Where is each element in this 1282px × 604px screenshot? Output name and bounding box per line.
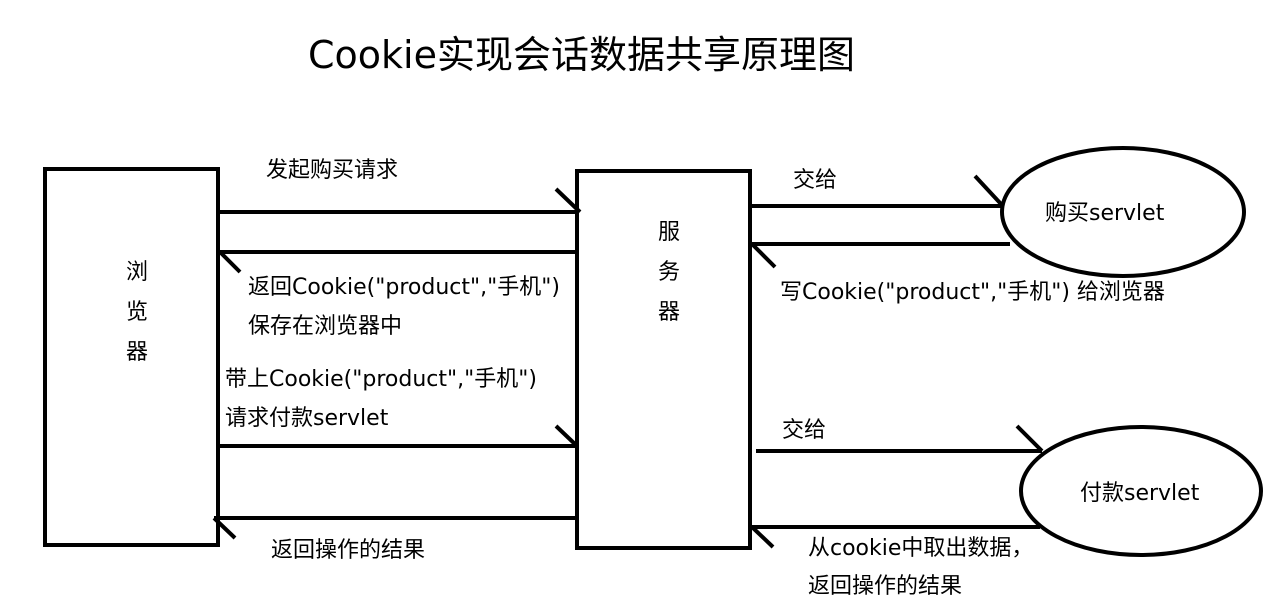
arrow-hand-to-buy (752, 174, 1003, 208)
pay-servlet-ellipse (1019, 425, 1263, 557)
hand-to-pay-label: 交给 (782, 418, 827, 443)
browser-box (43, 167, 220, 547)
purchase-request-label: 发起购买请求 (266, 158, 399, 183)
carry-cookie-label-2: 请求付款servlet (225, 406, 389, 431)
arrow-return-result (212, 516, 575, 540)
return-cookie-label-1: 返回Cookie("product","手机") (248, 275, 560, 300)
from-cookie-label-2: 返回操作的结果 (808, 574, 963, 599)
buy-servlet-label: 购买servlet (1045, 201, 1165, 226)
server-label: 服 务 器 (657, 220, 680, 325)
arrow-purchase-request (220, 187, 582, 214)
arrow-from-cookie (750, 525, 1040, 549)
arrow-carry-cookie (220, 424, 579, 448)
return-result-label: 返回操作的结果 (271, 538, 426, 563)
return-cookie-label-2: 保存在浏览器中 (248, 314, 403, 339)
from-cookie-label-1: 从cookie中取出数据， (808, 536, 1034, 561)
pay-servlet-label: 付款servlet (1080, 481, 1200, 506)
arrow-hand-to-pay (756, 424, 1044, 453)
buy-servlet-ellipse (1000, 146, 1246, 278)
arrow-write-cookie (750, 242, 1010, 269)
carry-cookie-label-1: 带上Cookie("product","手机") (225, 367, 537, 392)
arrow-return-cookie (218, 250, 575, 274)
write-cookie-label: 写Cookie("product","手机") 给浏览器 (780, 280, 1165, 305)
server-box (575, 169, 752, 550)
hand-to-buy-label: 交给 (793, 168, 838, 193)
diagram-title: Cookie实现会话数据共享原理图 (308, 33, 855, 77)
browser-label: 浏 览 器 (125, 260, 148, 365)
